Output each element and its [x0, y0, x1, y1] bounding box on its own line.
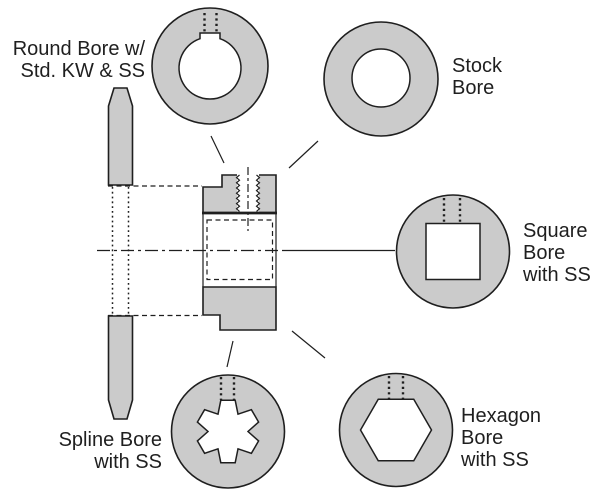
square-bore-view: [395, 194, 511, 309]
round-bore-keyway: [178, 32, 242, 100]
set-screw-hole: [237, 173, 259, 213]
label-hexagon-bore-line2: Bore: [461, 427, 503, 449]
set-screw-thread-left: [235, 174, 241, 212]
hub-hidden-bore: [206, 219, 274, 281]
sprocket-plate-top: [107, 87, 134, 186]
spline-bore-view: [170, 374, 286, 489]
label-hexagon-bore-line1: Hexagon: [461, 405, 541, 427]
leader-line-stock-bore: [288, 140, 319, 169]
sprocket-plate-bottom: [107, 315, 134, 420]
spline-bore-hole: [196, 399, 260, 464]
label-square-bore-line3: with SS: [522, 264, 591, 286]
square-bore-set-screw-marks: [442, 198, 462, 223]
label-spline-bore-line1: Spline Bore: [59, 429, 162, 451]
label-hexagon-bore: Hexagon Bore with SS: [460, 405, 541, 471]
label-stock-bore-line1: Stock: [452, 55, 503, 77]
label-round-bore-line2: Std. KW & SS: [21, 60, 145, 82]
leader-line-round-bore: [210, 135, 225, 164]
hub-section-view: [202, 167, 277, 331]
spline-bore-set-screw-marks: [219, 377, 236, 400]
set-screw-thread-right: [255, 174, 261, 212]
stock-bore-view: [323, 21, 439, 137]
label-square-bore-line2: Bore: [523, 242, 565, 264]
stock-bore-hole: [351, 48, 411, 108]
label-square-bore-line1: Square: [523, 220, 588, 242]
label-stock-bore-line2: Bore: [452, 77, 494, 99]
hub-bottom-block: [202, 286, 277, 331]
label-stock-bore: Stock Bore: [452, 55, 503, 99]
leader-line-spline-bore: [226, 340, 234, 368]
label-spline-bore: Spline Bore with SS: [59, 429, 162, 473]
label-round-bore-line1: Round Bore w/: [13, 38, 146, 60]
leader-line-hexagon-bore: [291, 330, 326, 359]
hub-bore-side-edges: [202, 213, 277, 287]
sprocket-side-view: [107, 87, 134, 420]
hexagon-bore-view: [338, 372, 454, 488]
label-hexagon-bore-line3: with SS: [460, 449, 529, 471]
label-square-bore: Square Bore with SS: [522, 220, 591, 286]
hexagon-bore-hole: [359, 398, 433, 462]
round-bore-kw-view: [151, 7, 269, 125]
square-bore-hole: [425, 222, 481, 281]
hexagon-bore-set-screw-marks: [387, 376, 405, 399]
round-bore-set-screw-marks: [203, 13, 218, 33]
label-spline-bore-line2: with SS: [93, 451, 162, 473]
label-round-bore: Round Bore w/ Std. KW & SS: [13, 38, 146, 82]
